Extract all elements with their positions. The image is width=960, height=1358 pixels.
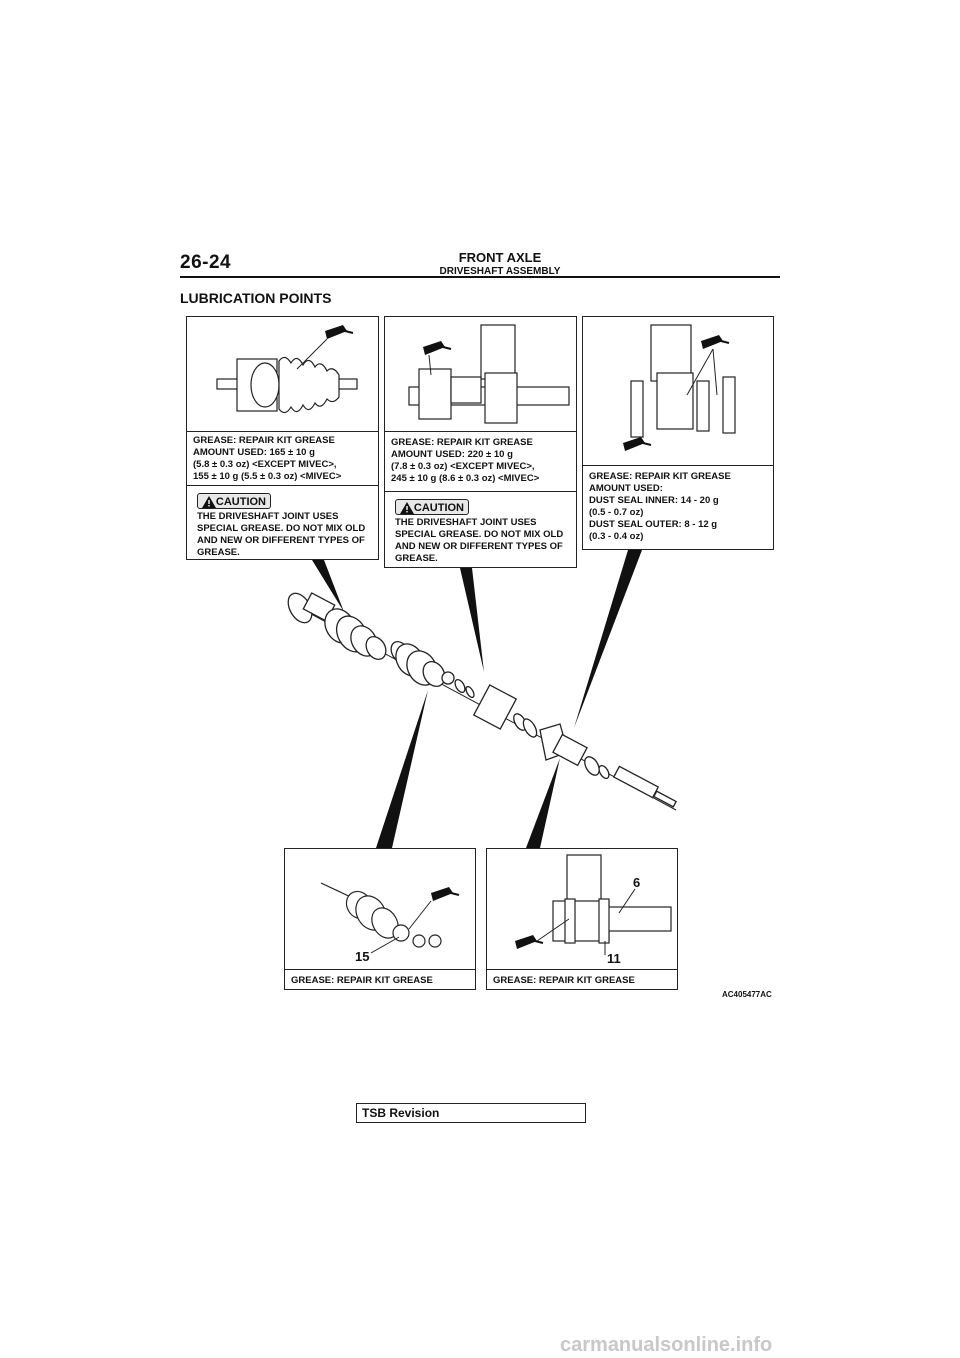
leader-wedge-outer bbox=[312, 560, 344, 612]
inner-joint-illustration bbox=[385, 317, 576, 432]
inner-joint-caution-text: THE DRIVESHAFT JOINT USES SPECIAL GREASE… bbox=[395, 517, 564, 564]
bearing-drawing bbox=[515, 854, 672, 955]
caution-badge: CAUTION bbox=[197, 493, 271, 509]
tsb-revision-label: TSB Revision bbox=[362, 1106, 440, 1120]
outer-joint-caution-text: THE DRIVESHAFT JOINT USES SPECIAL GREASE… bbox=[197, 511, 366, 558]
panel-outer-joint: GREASE: REPAIR KIT GREASE AMOUNT USED: 1… bbox=[186, 316, 379, 560]
figure-id: AC405477AC bbox=[722, 990, 772, 999]
inner-joint-grease-spec: GREASE: REPAIR KIT GREASE AMOUNT USED: 2… bbox=[391, 437, 540, 484]
warning-icon bbox=[400, 502, 414, 514]
panel-spider: 15 GREASE: REPAIR KIT GREASE bbox=[284, 848, 476, 990]
caution-label: CAUTION bbox=[215, 496, 266, 508]
watermark: carmanualsonline.info bbox=[560, 1334, 773, 1356]
panel-bearing: 6 11 GREASE: REPAIR KIT GREASE bbox=[486, 848, 678, 990]
grease-gun-icon bbox=[623, 437, 652, 451]
caution-badge: CAUTION bbox=[395, 499, 469, 515]
spider-drawing bbox=[320, 882, 460, 954]
page-heading: LUBRICATION POINTS bbox=[180, 290, 332, 306]
inner-joint-drawing bbox=[408, 324, 570, 424]
grease-gun-icon bbox=[686, 335, 730, 396]
grease-gun-icon bbox=[515, 918, 570, 949]
caution-divider bbox=[187, 485, 378, 486]
page-number: 26-24 bbox=[180, 252, 232, 273]
spider-illustration: 15 bbox=[285, 849, 475, 970]
leader-wedge-spider bbox=[376, 690, 428, 848]
panel-dust-seal: GREASE: REPAIR KIT GREASE AMOUNT USED: D… bbox=[582, 316, 774, 550]
outer-joint-illustration bbox=[187, 317, 378, 432]
dust-seal-drawing bbox=[623, 324, 736, 451]
grease-gun-icon bbox=[408, 887, 460, 930]
caution-divider bbox=[385, 491, 576, 492]
dust-seal-grease-spec: GREASE: REPAIR KIT GREASE AMOUNT USED: D… bbox=[589, 471, 731, 542]
callout-15: 15 bbox=[355, 949, 370, 964]
outer-joint-drawing bbox=[216, 325, 358, 414]
outer-joint-grease-spec: GREASE: REPAIR KIT GREASE AMOUNT USED: 1… bbox=[193, 435, 342, 482]
bearing-illustration: 6 11 bbox=[487, 849, 677, 970]
spider-grease-spec: GREASE: REPAIR KIT GREASE bbox=[291, 975, 433, 986]
callout-6: 6 bbox=[633, 875, 641, 890]
dust-seal-illustration bbox=[583, 317, 773, 466]
panel-inner-joint: GREASE: REPAIR KIT GREASE AMOUNT USED: 2… bbox=[384, 316, 577, 568]
caution-label: CAUTION bbox=[413, 502, 464, 514]
header-rule bbox=[180, 276, 780, 278]
leader-wedge-bearing bbox=[526, 758, 560, 848]
grease-gun-icon bbox=[296, 325, 354, 370]
callout-11: 11 bbox=[607, 951, 621, 966]
subsection-title: DRIVESHAFT ASSEMBLY bbox=[439, 266, 561, 277]
tsb-revision-box bbox=[356, 1103, 586, 1123]
bearing-grease-spec: GREASE: REPAIR KIT GREASE bbox=[493, 975, 635, 986]
leader-wedge-inner bbox=[460, 568, 484, 672]
section-title: FRONT AXLE bbox=[458, 250, 542, 265]
leader-wedge-dust-seal bbox=[574, 550, 642, 728]
grease-gun-icon bbox=[423, 341, 452, 376]
warning-icon bbox=[202, 496, 216, 508]
